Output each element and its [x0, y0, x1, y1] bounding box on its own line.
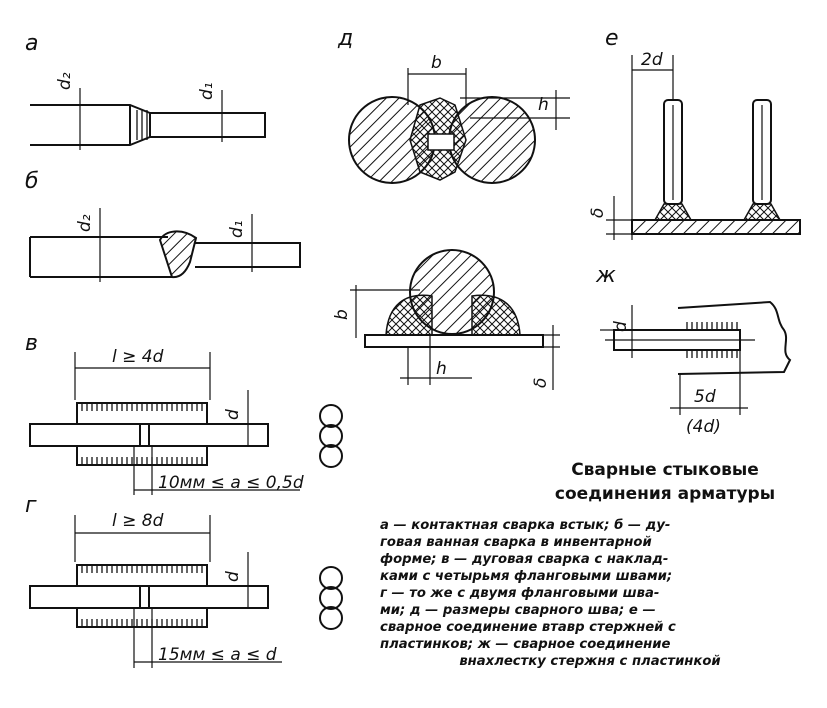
section-bar-mid	[319, 424, 343, 448]
bar-right	[448, 96, 536, 184]
dim-b-top: b	[431, 53, 442, 73]
caption-body: а — контактная сварка встык; б — ду- гов…	[380, 517, 800, 670]
panel-v: в l ≥ 4d d 10мм ≤ a ≤ 0,5d	[25, 331, 343, 495]
panel-d-label: д	[337, 26, 353, 51]
panel-g-label: г	[25, 493, 37, 518]
caption-line: г — то же с двумя фланговыми шва-	[380, 586, 660, 601]
dim-d2: d₂	[75, 214, 95, 232]
caption-line: форме; в — дуговая сварка с наклад-	[380, 552, 669, 567]
dim-d2: d₂	[55, 72, 75, 90]
dim-h-top: h	[538, 95, 549, 115]
dim-height: d	[223, 409, 243, 420]
section-bar-bottom	[319, 444, 343, 468]
lap-weld-bottom	[683, 350, 739, 358]
panel-e-label: е	[605, 26, 619, 51]
dim-gap: 15мм ≤ a ≤ d	[158, 645, 277, 665]
caption-title: Сварные стыковые соединения арматуры	[554, 460, 776, 504]
thick-bar	[29, 236, 172, 278]
flank-weld-top	[80, 566, 204, 573]
bar	[409, 249, 495, 335]
panel-zh-label: ж	[595, 263, 616, 288]
panel-d: д b h b h δ	[332, 26, 570, 390]
dim-4d: (4d)	[686, 417, 721, 437]
dim-height: d	[223, 571, 243, 582]
caption-line: сварное соединение втавр стержней с	[380, 620, 676, 635]
caption-line: говая ванная сварка в инвентарной	[380, 535, 652, 550]
dim-2d: 2d	[641, 50, 663, 70]
dim-length: l ≥ 4d	[112, 347, 164, 367]
panel-a: а d₂ d₁	[25, 31, 266, 150]
dim-h-bottom: h	[436, 359, 447, 379]
flank-weld-bottom	[80, 619, 204, 626]
caption-line: а — контактная сварка встык; б — ду-	[380, 518, 671, 533]
section-bar-bottom	[319, 606, 343, 630]
dim-b-bottom: b	[332, 309, 352, 320]
caption-line: ми; д — размеры сварного шва; е —	[380, 603, 656, 618]
panel-v-label: в	[25, 331, 38, 356]
dim-gap: 10мм ≤ a ≤ 0,5d	[158, 473, 304, 493]
thin-bar	[150, 112, 266, 138]
plate	[677, 300, 792, 375]
panel-b-label: б	[25, 169, 39, 194]
dim-delta-bottom: δ	[531, 378, 551, 388]
panel-e: е 2d δ	[588, 26, 801, 240]
panel-b: б d₂ d₁	[25, 169, 301, 282]
dim-d1: d₁	[197, 82, 217, 100]
dim-length: l ≥ 8d	[112, 511, 164, 531]
thin-bar	[195, 242, 301, 268]
plate	[631, 219, 801, 235]
lap-weld-top	[683, 322, 739, 330]
bath-weld	[158, 230, 198, 279]
caption-line: пластинков; ж — сварное соединение	[380, 637, 671, 652]
butt-weld	[136, 110, 150, 140]
panel-a-label: а	[25, 31, 38, 56]
flank-weld-bottom	[80, 457, 204, 464]
dim-delta: δ	[588, 208, 608, 218]
caption-line: ками с четырьмя фланговыми швами;	[380, 569, 673, 584]
flank-weld-top	[80, 404, 204, 411]
caption-line: внахлестку стержня с пластинкой	[459, 654, 721, 669]
section-bar-top	[319, 404, 343, 428]
dim-5d: 5d	[694, 387, 716, 407]
thick-bar	[30, 104, 151, 146]
section-bar-top	[319, 566, 343, 590]
dim-d1: d₁	[227, 220, 247, 238]
base-plate	[364, 334, 544, 348]
root-gap	[427, 133, 455, 151]
panel-zh: ж d 5d (4d)	[595, 263, 792, 437]
bar-left	[348, 96, 436, 184]
tee-weld-2	[742, 203, 782, 221]
dim-d: d	[611, 321, 631, 332]
tee-weld-1	[653, 203, 693, 221]
section-bar-mid	[319, 586, 343, 610]
panel-g: г l ≥ 8d d 15мм ≤ a ≤ d	[25, 493, 343, 668]
